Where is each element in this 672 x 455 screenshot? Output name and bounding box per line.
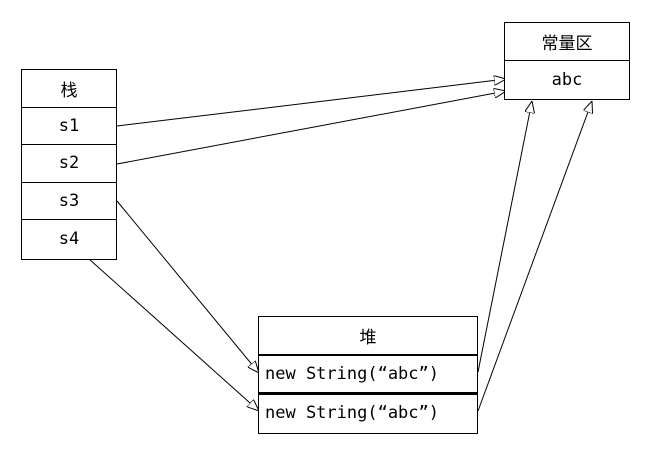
arrow-s4-to-heap-obj2 — [88, 258, 259, 411]
stack-box: 栈 s1 s2 s3 s4 — [21, 69, 117, 260]
stack-var-s3: s3 — [22, 183, 116, 221]
stack-var-s4: s4 — [58, 229, 80, 250]
heap-box: 堆 new String(“abc”) new String(“abc”) — [258, 316, 478, 434]
heap-header: 堆 — [259, 317, 477, 355]
constant-pool-literal: abc — [551, 70, 583, 90]
arrow-s3-to-heap-obj1 — [116, 200, 259, 373]
constant-pool-header: 常量区 — [505, 23, 629, 61]
stack-header: 栈 — [22, 70, 116, 108]
arrow-s2-to-abc — [116, 91, 506, 165]
arrow-obj2-to-abc — [477, 101, 592, 412]
arrow-obj1-to-abc — [477, 101, 532, 373]
stack-var-s1: s1 — [22, 108, 116, 146]
constant-pool-box: 常量区 abc — [504, 22, 630, 100]
arrow-s1-to-abc — [116, 79, 506, 127]
heap-object-1: new String(“abc”) — [259, 355, 477, 393]
heap-object-2: new String(“abc”) — [259, 393, 477, 431]
stack-var-s2: s2 — [22, 145, 116, 183]
